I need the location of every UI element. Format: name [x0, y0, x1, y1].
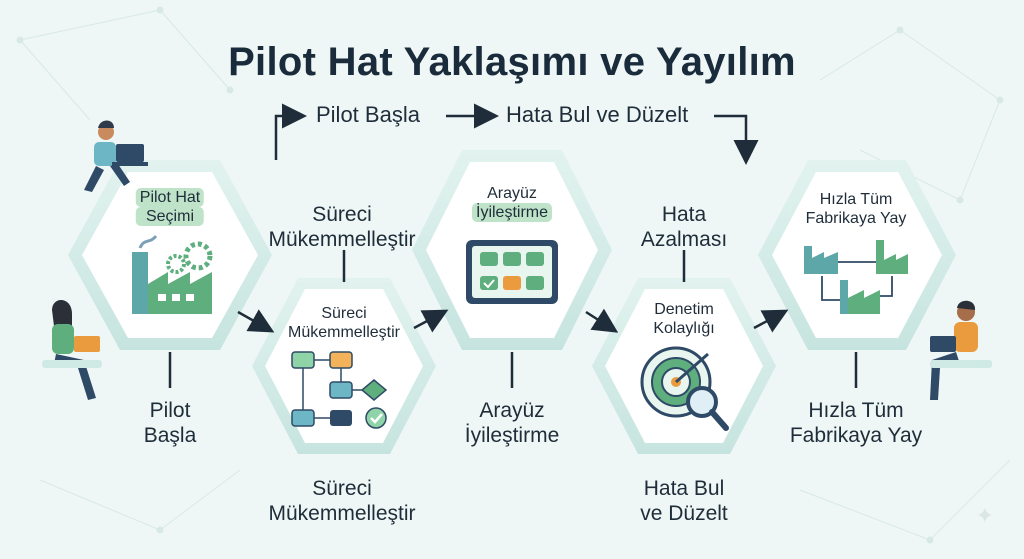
stage-4-top-line2: Azalması — [640, 228, 728, 252]
stage-2-top-line1: Süreci — [312, 203, 372, 226]
person-laptop-right — [930, 300, 992, 400]
stage-2-inner-line2: Mükemmelleştir — [287, 324, 401, 342]
stage-2-inner-label: Süreci Mükemmelleştir — [288, 304, 400, 342]
stage-4-outside-line1: Hata Bul — [643, 477, 725, 500]
hexagon-stage-1 — [68, 160, 272, 350]
stage-2-top-label: Süreci Mükemmelleştir — [268, 202, 415, 252]
flowchart-icon — [291, 351, 388, 429]
factories-network-icon — [804, 240, 908, 314]
stage-1-inner-line2: Seçimi — [135, 207, 205, 227]
stage-5-outside-line1: Hızla Tüm — [808, 399, 904, 422]
stage-2-outside-line1: Süreci — [312, 477, 372, 500]
stage-3-inner-label: Arayüz İyileştirme — [471, 184, 553, 223]
target-magnifier-icon — [640, 346, 729, 431]
stage-2-outside-label: Süreci Mükemmelleştir — [268, 476, 415, 526]
stage-3-outside-label: Arayüz İyileştirme — [465, 398, 560, 448]
stage-5-inner-line1: Hızla Tüm — [819, 191, 893, 208]
stage-3-outside-line2: İyileştirme — [464, 424, 560, 448]
stage-2-top-line2: Mükemmelleştir — [268, 228, 416, 252]
stage-1-inner-line1: Pilot Hat — [135, 188, 205, 208]
stage-1-outside-label: Pilot Başla — [144, 398, 197, 448]
stage-4-top-line1: Hata — [661, 203, 707, 226]
stage-3-outside-line1: Arayüz — [479, 399, 545, 422]
stage-5-inner-label: Hızla Tüm Fabrikaya Yay — [806, 190, 907, 228]
background-network — [16, 6, 1011, 544]
stage-2-outside-line2: Mükemmelleştir — [268, 502, 416, 526]
connector-arrows — [237, 308, 789, 333]
label-leader-lines — [168, 250, 858, 388]
factory-gears-icon — [132, 234, 213, 314]
tablet-grid-icon — [466, 240, 558, 304]
stage-1-outside-line2: Başla — [143, 424, 197, 448]
stage-4-inner-line2: Kolaylığı — [653, 320, 715, 338]
stage-4-inner-line1: Denetim — [654, 301, 714, 318]
page-title: Pilot Hat Yaklaşımı ve Yayılım — [228, 40, 796, 84]
stage-1-outside-line1: Pilot — [149, 399, 191, 422]
stage-2-inner-line1: Süreci — [321, 305, 367, 322]
stage-3-inner-line2: İyileştirme — [471, 203, 553, 223]
stage-4-inner-label: Denetim Kolaylığı — [653, 300, 714, 338]
stage-1-inner-label: Pilot Hat Seçimi — [135, 188, 205, 227]
person-laptop-left — [42, 299, 102, 400]
stage-5-inner-line2: Fabrikaya Yay — [805, 210, 907, 228]
stage-4-top-label: Hata Azalması — [641, 202, 727, 252]
hexagon-stage-5 — [758, 160, 956, 350]
stage-5-outside-line2: Fabrikaya Yay — [789, 424, 923, 448]
stage-3-inner-line1: Arayüz — [487, 185, 537, 202]
stage-4-outside-line2: ve Düzelt — [640, 502, 728, 526]
flow-step-pilot-basla: Pilot Başla — [316, 102, 420, 127]
stage-5-outside-label: Hızla Tüm Fabrikaya Yay — [790, 398, 922, 448]
flow-step-hata-bul: Hata Bul ve Düzelt — [506, 102, 689, 127]
sparkle-icon: ✦ — [975, 503, 994, 528]
stage-4-outside-label: Hata Bul ve Düzelt — [640, 476, 728, 526]
top-flow-arrows — [274, 103, 759, 165]
person-laptop-top-left — [84, 120, 148, 192]
